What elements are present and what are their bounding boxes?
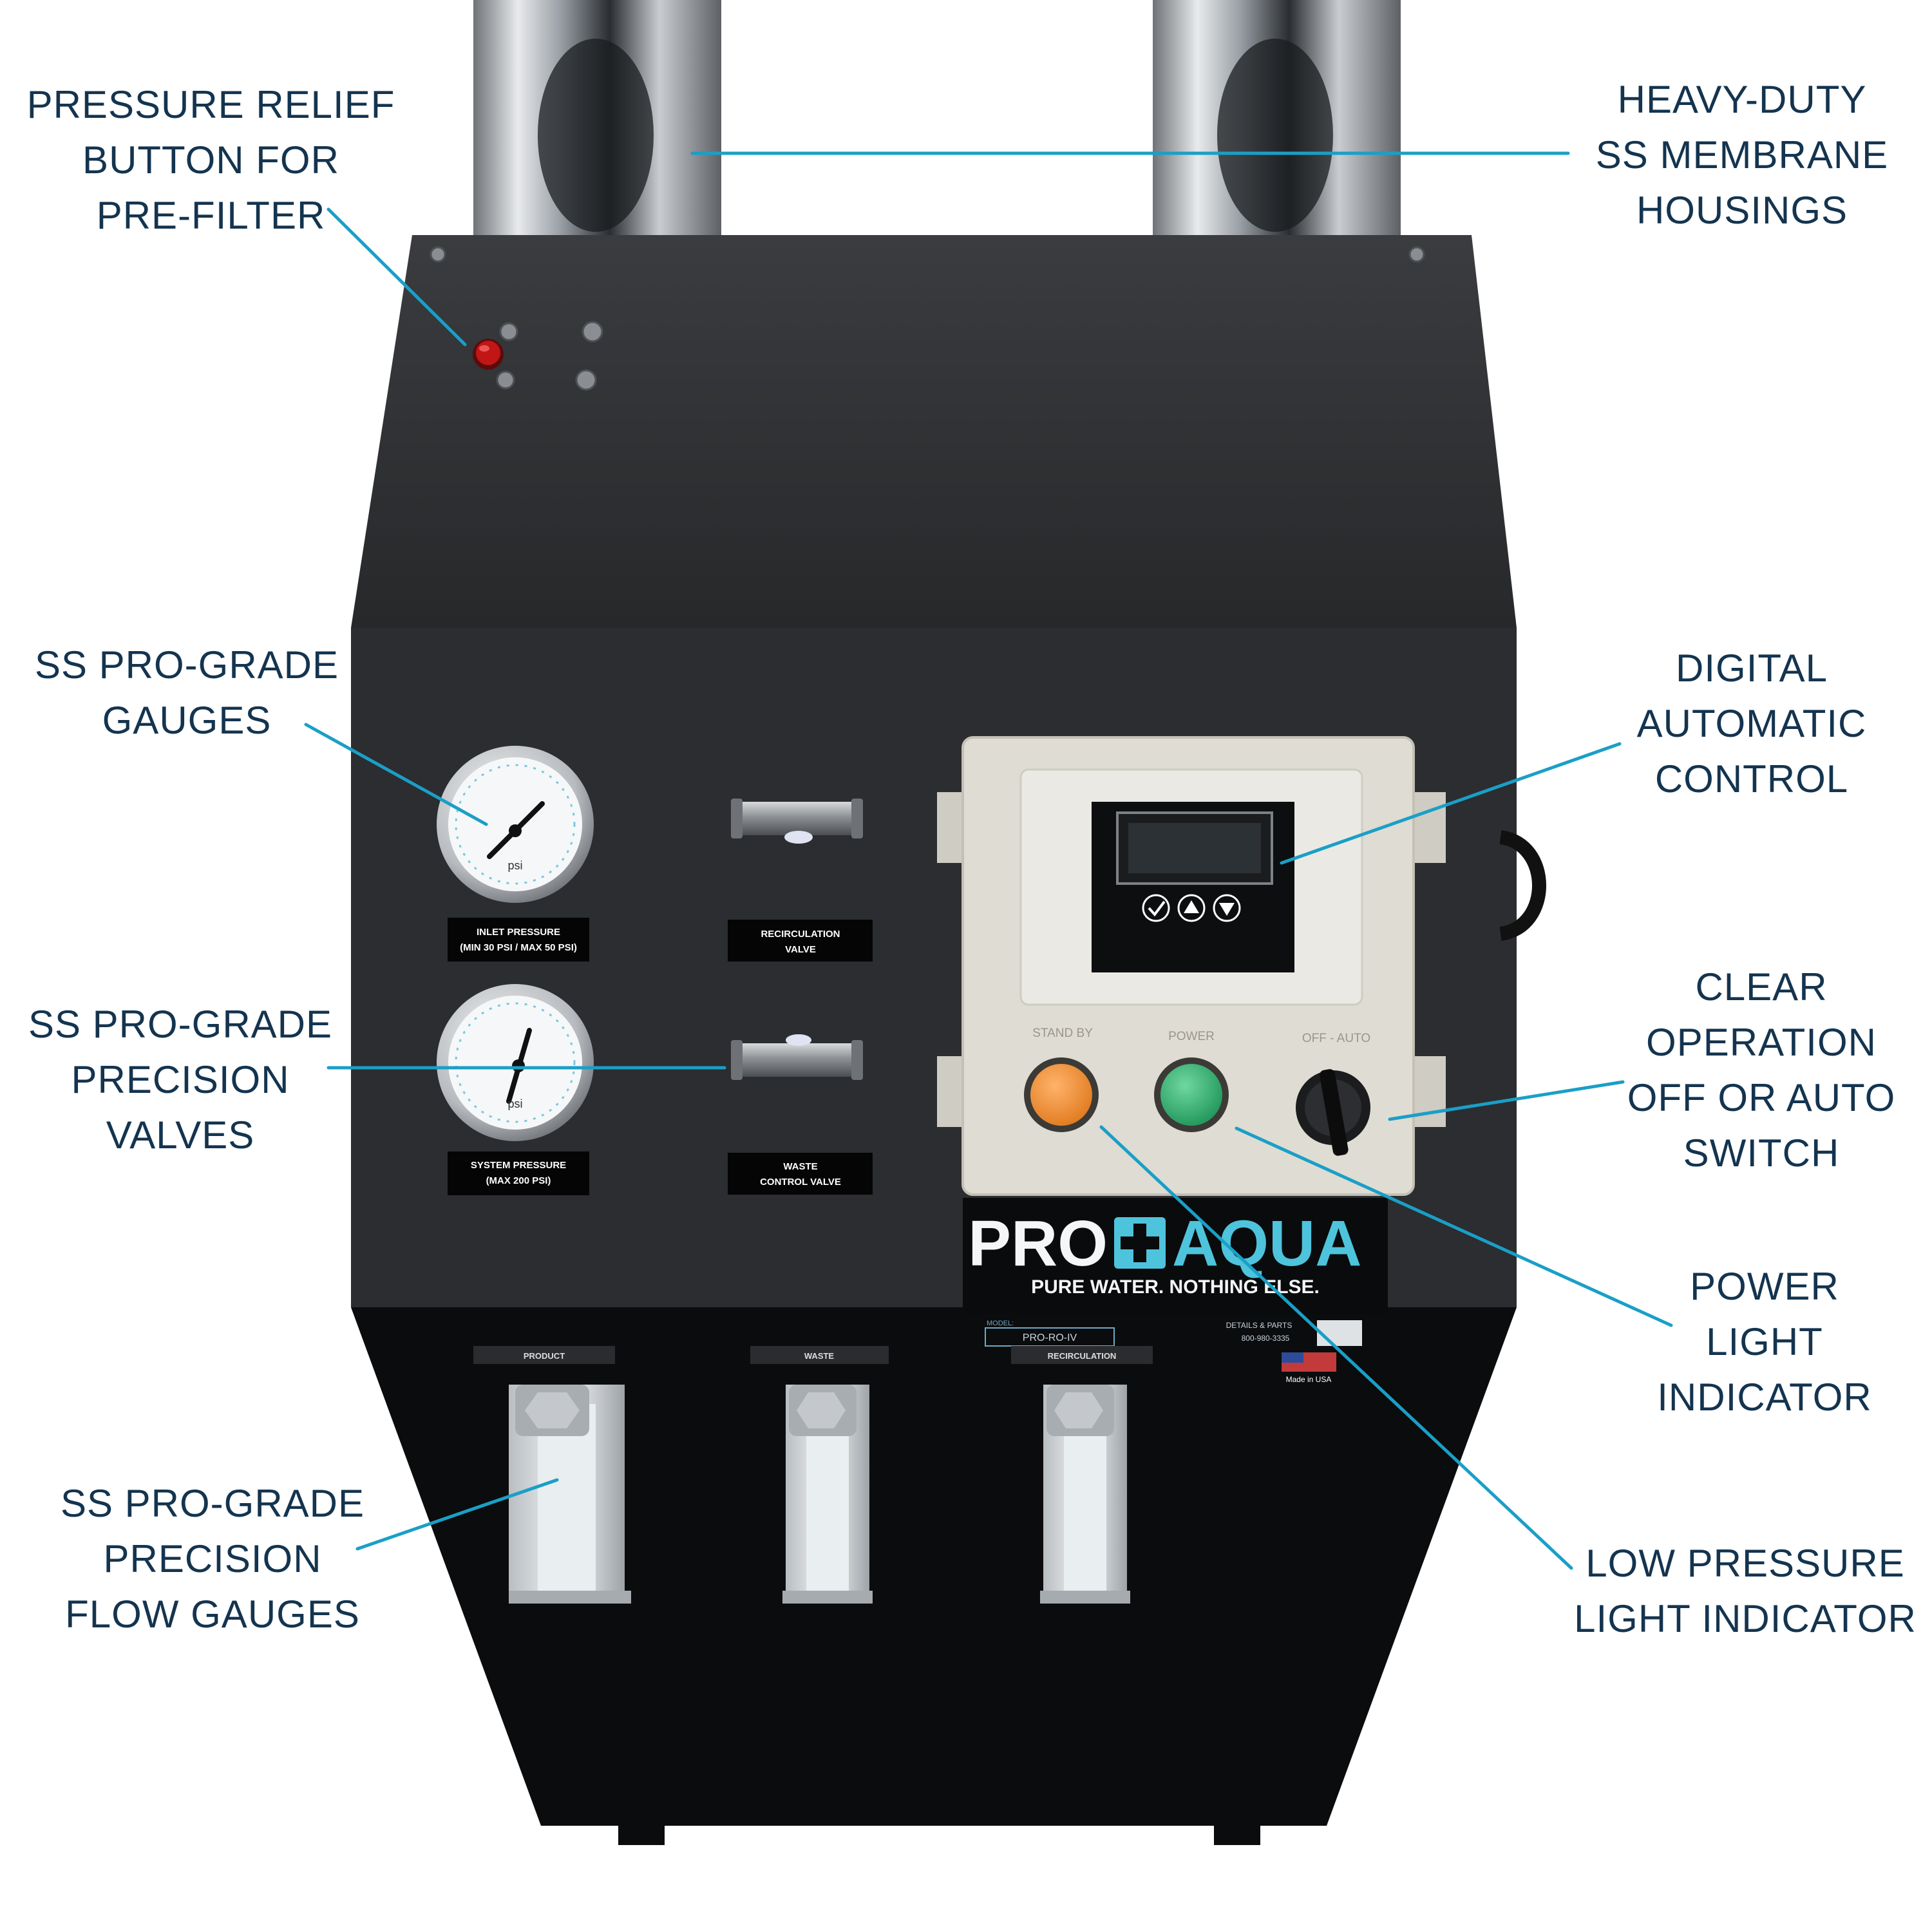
system-pressure-label: SYSTEM PRESSURE (MAX 200 PSI): [448, 1151, 589, 1195]
standby-light: [1024, 1057, 1099, 1132]
power-caption: POWER: [1168, 1030, 1215, 1043]
svg-text:PRODUCT: PRODUCT: [524, 1351, 565, 1361]
screw: [499, 322, 518, 341]
recirculation-valve[interactable]: [731, 799, 863, 844]
leader-line-pressure-relief: [327, 207, 467, 346]
membrane-housing-right: [1153, 0, 1401, 248]
callout-switch: CLEAR OPERATION OFF OR AUTO SWITCH: [1627, 965, 1896, 1175]
svg-text:(MAX 200 PSI): (MAX 200 PSI): [486, 1175, 551, 1186]
waste-flow-gauge: [782, 1385, 873, 1604]
callout-low-pressure: LOW PRESSURE LIGHT INDICATOR: [1574, 1542, 1917, 1640]
cabinet-leg-right: [1214, 1800, 1260, 1845]
membrane-housing-left: [473, 0, 721, 248]
svg-text:VALVE: VALVE: [785, 944, 816, 955]
callout-flow-gauges: SS PRO-GRADE PRECISION FLOW GAUGES: [60, 1482, 365, 1636]
leader-line-gauges: [304, 723, 488, 826]
recirculation-valve-label: RECIRCULATION VALVE: [728, 920, 873, 961]
svg-text:INLET PRESSURE: INLET PRESSURE: [477, 927, 560, 938]
inlet-pressure-gauge: psi: [437, 746, 594, 903]
leader-line-low-pressure: [1099, 1125, 1573, 1570]
model-plate: MODEL: PRO-RO-IV DETAILS & PARTS 800-980…: [985, 1320, 1362, 1384]
brand-name-left: PRO: [968, 1208, 1108, 1280]
brand-tagline: PURE WATER. NOTHING ELSE.: [1031, 1276, 1320, 1298]
brand-name-right: AQUA: [1172, 1208, 1361, 1280]
power-light: [1154, 1057, 1229, 1132]
svg-text:800-980-3335: 800-980-3335: [1242, 1334, 1290, 1343]
svg-text:(MIN 30 PSI / MAX 50 PSI): (MIN 30 PSI / MAX 50 PSI): [460, 942, 577, 953]
check-button[interactable]: [1142, 894, 1170, 922]
standby-caption: STAND BY: [1032, 1027, 1093, 1040]
callout-membrane-housings: HEAVY-DUTY SS MEMBRANE HOUSINGS: [1595, 78, 1889, 232]
cabinet-leg-left: [618, 1800, 665, 1845]
callout-valves: SS PRO-GRADE PRECISION VALVES: [28, 1003, 333, 1157]
callout-pressure-relief: PRESSURE RELIEF BUTTON FOR PRE-FILTER: [26, 83, 395, 237]
up-button[interactable]: [1177, 894, 1206, 922]
waste-valve-label: WASTE CONTROL VALVE: [728, 1153, 873, 1195]
recirculation-flow-label: RECIRCULATION: [1011, 1346, 1153, 1364]
product-flow-gauge: [509, 1385, 631, 1604]
qr-code: [1317, 1320, 1362, 1346]
svg-text:RECIRCULATION: RECIRCULATION: [1048, 1351, 1117, 1361]
system-pressure-gauge: psi: [437, 984, 594, 1141]
svg-text:WASTE: WASTE: [783, 1161, 817, 1172]
svg-text:MODEL:: MODEL:: [987, 1320, 1014, 1327]
leader-line-flow-gauges: [355, 1478, 559, 1551]
callout-gauges: SS PRO-GRADE GAUGES: [34, 643, 339, 742]
leader-line-power-light: [1235, 1126, 1673, 1327]
cabinet-top-face: [351, 235, 1517, 628]
waste-control-valve[interactable]: [731, 1034, 863, 1080]
off-auto-switch[interactable]: [1296, 1068, 1370, 1157]
leader-line-digital-control: [1280, 742, 1622, 865]
svg-text:DETAILS & PARTS: DETAILS & PARTS: [1226, 1321, 1293, 1330]
gauge-unit: psi: [507, 859, 522, 872]
product-flow-label: PRODUCT: [473, 1346, 615, 1364]
svg-text:Made in USA: Made in USA: [1286, 1375, 1332, 1384]
inlet-pressure-label: INLET PRESSURE (MIN 30 PSI / MAX 50 PSI): [448, 918, 589, 961]
down-button[interactable]: [1213, 894, 1241, 922]
svg-text:WASTE: WASTE: [804, 1351, 835, 1361]
svg-text:SYSTEM PRESSURE: SYSTEM PRESSURE: [471, 1160, 566, 1171]
recirculation-flow-gauge: [1040, 1385, 1130, 1604]
pressure-relief-button[interactable]: [473, 339, 504, 370]
digital-control-box: STAND BY POWER OFF - AUTO: [937, 736, 1546, 1196]
screw: [1408, 246, 1425, 263]
screw: [430, 246, 446, 263]
gauge-unit: psi: [507, 1097, 522, 1110]
brand-plate: PRO AQUA PURE WATER. NOTHING ELSE.: [963, 1198, 1388, 1314]
cabinet-lower-body: [351, 1307, 1517, 1826]
waste-flow-label: WASTE: [750, 1346, 889, 1364]
model-number: PRO-RO-IV: [1023, 1332, 1077, 1343]
screw: [575, 369, 597, 391]
leader-line-switch: [1388, 1080, 1625, 1121]
svg-text:CONTROL VALVE: CONTROL VALVE: [760, 1177, 841, 1188]
callout-power-light: POWER LIGHT INDICATOR: [1657, 1265, 1872, 1419]
switch-caption: OFF - AUTO: [1302, 1032, 1370, 1045]
svg-text:RECIRCULATION: RECIRCULATION: [761, 929, 840, 940]
screw: [582, 321, 603, 343]
callout-digital-control: DIGITAL AUTOMATIC CONTROL: [1636, 647, 1867, 800]
screw: [496, 370, 515, 390]
